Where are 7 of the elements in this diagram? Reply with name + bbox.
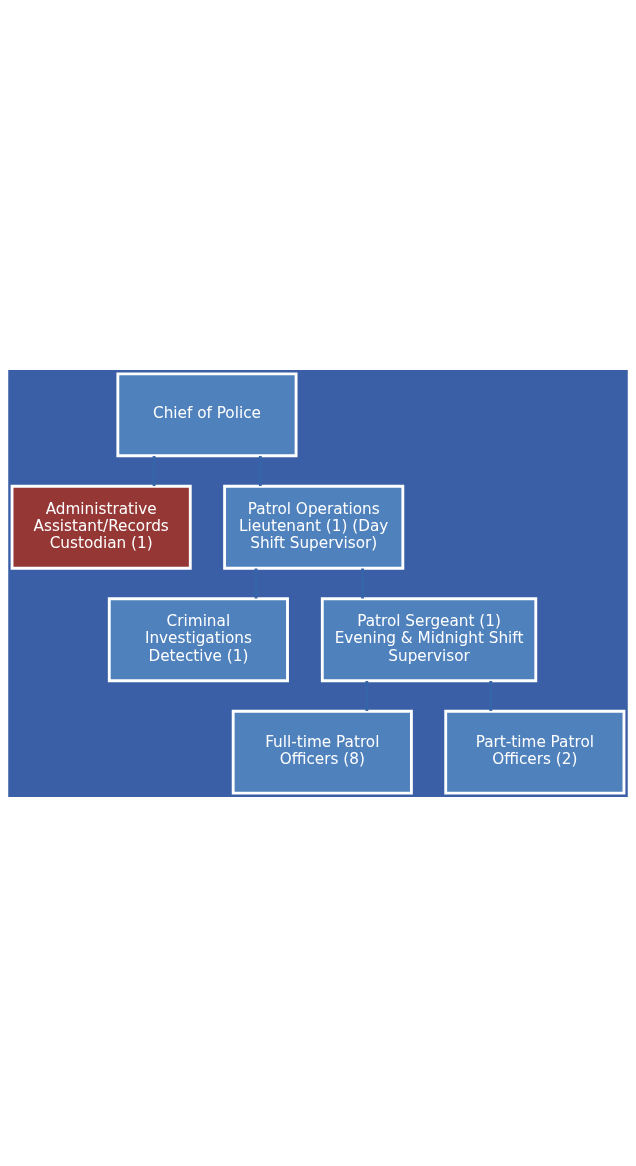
node-box: Criminal Investigations Detective (1) xyxy=(107,596,289,682)
node-box: Administrative Assistant/Records Custodian (1) xyxy=(10,484,192,570)
node-box: Part-time Patrol Officers (2) xyxy=(444,709,626,795)
node-box: Full-time Patrol Officers (8) xyxy=(231,709,413,795)
node-box: Chief of Police xyxy=(116,371,298,457)
node-box: Patrol Operations Lieutenant (1) (Day Shift Supervisor) xyxy=(223,484,405,570)
node-box: Patrol Sergeant (1) Evening & Midnight Shift Supervisor xyxy=(320,596,538,682)
